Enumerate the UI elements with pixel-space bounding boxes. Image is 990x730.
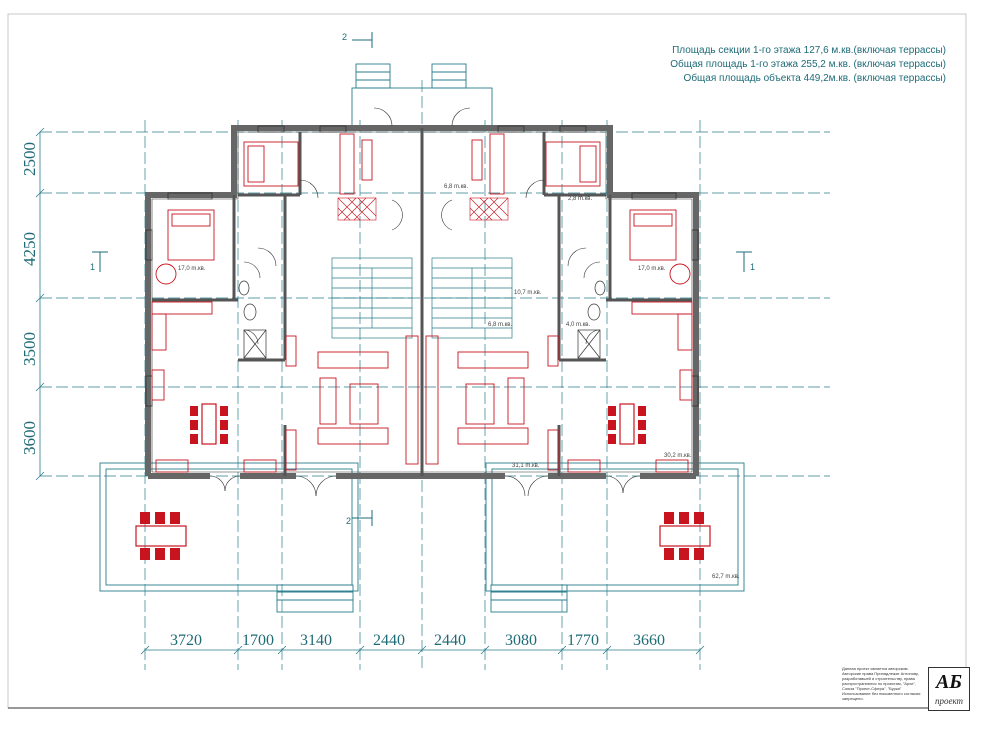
dim-h-2440a: 2440 xyxy=(373,632,405,649)
interior-walls xyxy=(152,128,692,476)
logo-subtitle: проект xyxy=(934,696,964,706)
windows xyxy=(145,125,699,407)
section-mark-right: 1 xyxy=(750,262,755,272)
area-bedroom-right: 17,0 m.кв. xyxy=(638,266,666,272)
dim-h-3080: 3080 xyxy=(505,632,537,649)
area-bedroom-left: 17,0 m.кв. xyxy=(178,266,206,272)
doors xyxy=(209,107,641,497)
section-cuts xyxy=(92,32,752,526)
dim-v-4250: 4250 xyxy=(20,232,39,266)
area-wc-right: 4,0 m.кв. xyxy=(566,322,590,328)
company-logo: АБ проект xyxy=(928,667,970,711)
section-mark-top: 2 xyxy=(342,32,347,42)
area-terrace: 62,7 m.кв. xyxy=(712,574,740,580)
dim-v-3600: 3600 xyxy=(20,421,39,455)
dim-v-2500: 2500 xyxy=(20,142,39,176)
copyright-stamp-text: Данная проект является авторским. Авторс… xyxy=(842,666,921,701)
area-kitchen-right: 30,2 m.кв. xyxy=(664,453,692,459)
logo-mark: АБ xyxy=(935,671,963,693)
grid-axes xyxy=(40,80,830,670)
dim-h-1700: 1700 xyxy=(242,632,274,649)
dim-h-2440b: 2440 xyxy=(434,632,466,649)
furniture xyxy=(151,133,693,473)
area-corridor: 6,8 m.кв. xyxy=(488,322,512,328)
area-note-section: Площадь секции 1-го этажа 127,6 м.кв.(вк… xyxy=(672,45,946,56)
area-notes: Площадь секции 1-го этажа 127,6 м.кв.(вк… xyxy=(560,44,946,86)
dim-h-3720: 3720 xyxy=(170,632,202,649)
dim-h-3660: 3660 xyxy=(633,632,665,649)
tiled-areas xyxy=(337,197,509,221)
area-living: 31,1 m.кв. xyxy=(512,463,540,469)
dim-h-3140: 3140 xyxy=(300,632,332,649)
section-mark-bottom: 2 xyxy=(346,516,351,526)
sanitary-fixtures xyxy=(238,280,606,359)
dim-h-1770: 1770 xyxy=(567,632,599,649)
staircase xyxy=(331,257,513,339)
area-bath-top-right: 2,8 m.кв. xyxy=(568,196,592,202)
dim-v-3500: 3500 xyxy=(20,332,39,366)
area-stair: 10,7 m.кв. xyxy=(514,290,542,296)
area-hall-top: 6,8 m.кв. xyxy=(444,184,468,190)
area-note-floor: Общая площадь 1-го этажа 255,2 м.кв. (вк… xyxy=(670,59,946,70)
dining-sets xyxy=(135,403,711,560)
area-note-object: Общая площадь объекта 449,2м.кв. (включа… xyxy=(683,73,946,84)
left-dimension-chain xyxy=(35,127,45,481)
terraces xyxy=(99,63,745,613)
bottom-dimension-chain xyxy=(140,645,705,655)
section-mark-left: 1 xyxy=(90,262,95,272)
